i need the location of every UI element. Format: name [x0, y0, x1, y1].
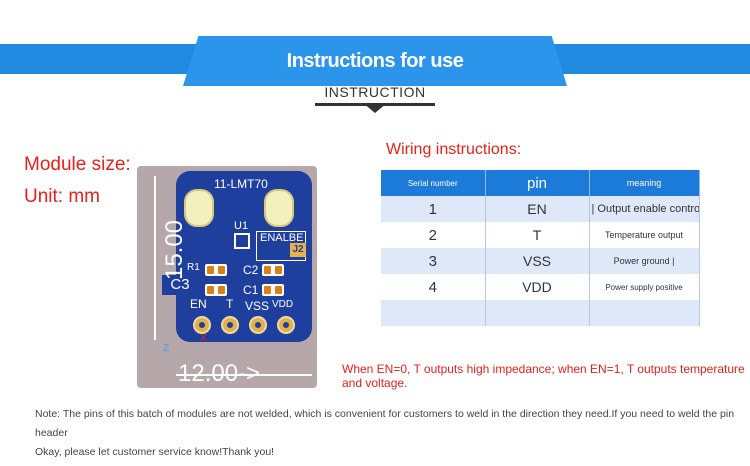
pin-hole-vss — [249, 316, 267, 334]
axis-z-label: Z — [163, 343, 170, 354]
pin-label-t: T — [226, 297, 234, 311]
pin-label-en: EN — [190, 297, 207, 311]
pin-hole-vdd — [277, 316, 295, 334]
mounting-hole-left — [184, 189, 214, 227]
u1-chip — [234, 233, 250, 249]
row-number — [381, 300, 486, 326]
unit-label: Unit: mm — [24, 186, 100, 207]
row-pin: VDD — [485, 274, 590, 300]
axis-x-label: X — [200, 333, 207, 344]
row-meaning: Power ground | — [589, 248, 700, 274]
header-title-plate — [183, 36, 567, 86]
module-size-label: Module size: — [24, 154, 131, 175]
down-arrow-icon — [363, 103, 387, 113]
width-dimension-line — [176, 374, 312, 376]
page-title: Instructions for use — [286, 50, 464, 72]
r1-label: R1 — [187, 262, 200, 273]
table-row: 1 EN | Output enable control — [381, 196, 700, 222]
row-pin: EN — [485, 196, 590, 222]
r1-component — [205, 264, 227, 276]
header-meaning: meaning — [589, 170, 700, 196]
row-pin: T — [485, 222, 590, 248]
board-label: 11-LMT70 — [214, 177, 268, 191]
footer-note: Note: The pins of this batch of modules … — [35, 405, 735, 462]
row-pin: VSS — [485, 248, 590, 274]
row-meaning: Temperature output — [589, 222, 700, 248]
u1-label: U1 — [234, 220, 249, 232]
pin-hole-t — [221, 316, 239, 334]
header-pin: pin — [485, 170, 590, 196]
height-dimension-line — [154, 176, 156, 340]
footer-note-line-2: Okay, please let customer service know!T… — [35, 446, 275, 458]
c2-component — [262, 264, 284, 276]
row-meaning: | Output enable control — [589, 196, 700, 222]
wiring-title: Wiring instructions: — [386, 141, 522, 158]
row-number: 4 — [381, 274, 486, 300]
pin-hole-en — [193, 316, 211, 334]
pin-label-vss: VSS — [245, 299, 270, 313]
en-behavior-note: When EN=0, T outputs high impedance; whe… — [342, 362, 745, 390]
table-row: 4 VDD Power supply positive — [381, 274, 700, 300]
table-row: 2 T Temperature output — [381, 222, 700, 248]
row-meaning — [589, 300, 700, 326]
j2-label: J2 — [290, 243, 306, 257]
enalbe-label: ENALBE — [260, 232, 304, 244]
c1-label: C1 — [243, 283, 259, 297]
row-meaning: Power supply positive — [589, 274, 700, 300]
pin-label-vdd: VDD — [272, 299, 294, 310]
c3-component — [205, 284, 227, 296]
width-dimension: 12.00-> — [178, 360, 261, 387]
row-number: 2 — [381, 222, 486, 248]
page-subtitle: INSTRUCTION — [324, 84, 426, 100]
table-row: 3 VSS Power ground | — [381, 248, 700, 274]
wiring-table: Serial number pin meaning 1 EN | Output … — [381, 170, 700, 326]
header-serial-number: Serial number — [381, 170, 486, 196]
c1-component — [262, 284, 284, 296]
mounting-hole-right — [264, 189, 294, 227]
height-dimension: 15.00 — [161, 219, 188, 281]
c2-label: C2 — [243, 263, 259, 277]
footer-note-line-1: Note: The pins of this batch of modules … — [35, 408, 735, 439]
row-pin — [485, 300, 590, 326]
table-row — [381, 300, 700, 326]
c3-label: C3 — [162, 275, 198, 295]
row-number: 1 — [381, 196, 486, 222]
row-number: 3 — [381, 248, 486, 274]
table-header-row: Serial number pin meaning — [381, 170, 700, 196]
